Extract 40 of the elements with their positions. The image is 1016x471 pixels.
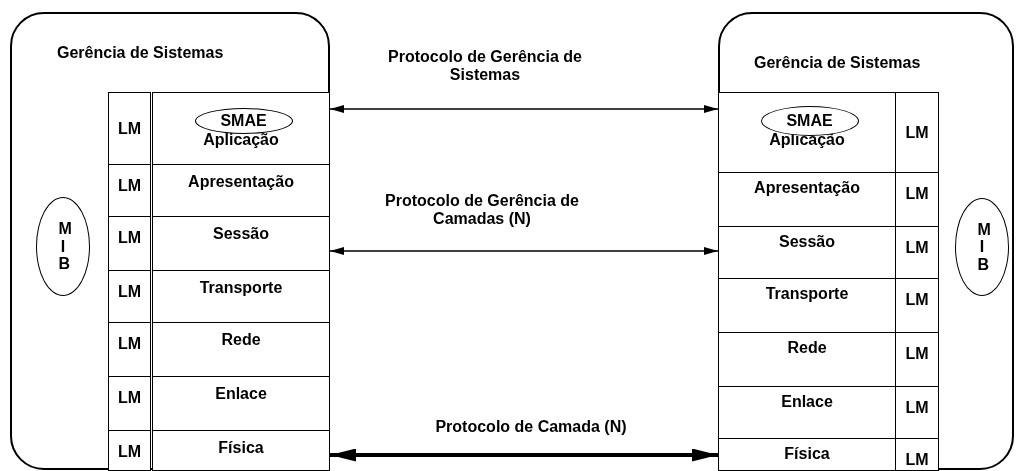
layer-cell	[152, 216, 330, 271]
layer-name: Apresentação	[753, 179, 861, 198]
lm-cell: LM	[108, 322, 151, 377]
lm-cell: LM	[108, 164, 151, 217]
lm-cell: LM	[895, 438, 939, 471]
double-arrow	[329, 247, 719, 255]
lm-cell: LM	[108, 92, 151, 165]
layer-cell	[152, 92, 330, 165]
layer-name: Física	[217, 439, 265, 458]
system-title: Gerência de Sistemas	[57, 44, 224, 63]
layer-cell	[152, 376, 330, 431]
layer-name: Aplicação	[202, 131, 280, 150]
layer-cell	[152, 270, 330, 323]
layer-name: Apresentação	[187, 173, 295, 192]
system-title: Gerência de Sistemas	[754, 54, 921, 73]
layer-name: Enlace	[780, 393, 834, 412]
layer-name: Transporte	[764, 285, 850, 304]
lm-cell: LM	[895, 92, 939, 173]
layer-cell	[152, 322, 330, 377]
layer-name: Sessão	[777, 233, 836, 252]
layer-cell	[718, 92, 896, 173]
layer-cell	[152, 430, 330, 471]
system-box	[718, 12, 1014, 470]
edge-label: Protocolo de Camada (N)	[435, 418, 627, 437]
double-arrow	[329, 105, 719, 113]
smae-ellipse: SMAE	[194, 107, 293, 134]
layer-cell	[152, 164, 330, 217]
layer-cell	[718, 438, 896, 471]
layer-name: Rede	[786, 339, 828, 358]
layer-name: Enlace	[214, 385, 268, 404]
layer-name: Sessão	[211, 225, 270, 244]
lm-cell: LM	[108, 430, 151, 471]
lm-cell: LM	[108, 376, 151, 431]
layer-name: Rede	[220, 331, 262, 350]
double-arrow	[330, 448, 718, 462]
lm-cell: LM	[108, 216, 151, 271]
lm-cell: LM	[108, 270, 151, 323]
system-box	[10, 12, 330, 470]
layer-name: Física	[783, 445, 831, 464]
layer-name: Transporte	[198, 279, 284, 298]
